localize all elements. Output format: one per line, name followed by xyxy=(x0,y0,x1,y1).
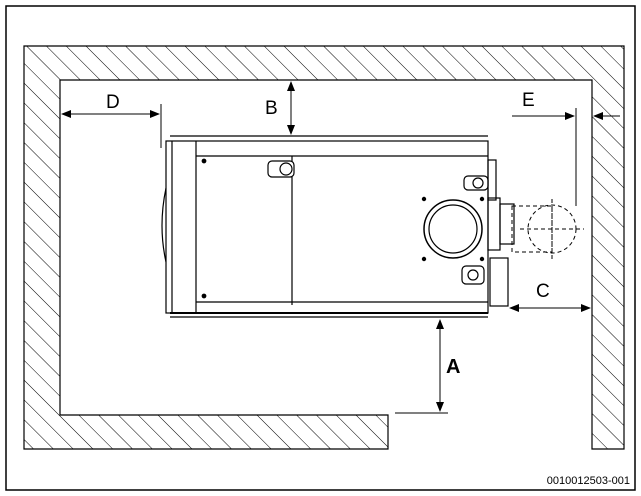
wall-left-top xyxy=(23,45,625,450)
room-walls xyxy=(23,45,625,450)
dimension-d xyxy=(61,104,162,148)
boiler-unit xyxy=(161,135,515,318)
figure-id: 0010012503-001 xyxy=(547,475,630,487)
label-e: E xyxy=(522,90,535,111)
figure-frame xyxy=(5,5,636,491)
flue-outlet xyxy=(423,199,483,259)
dimension-e xyxy=(512,108,620,206)
dimension-a xyxy=(395,319,448,414)
label-c: C xyxy=(536,281,550,302)
alternative-flue-position xyxy=(511,199,584,259)
label-b: B xyxy=(265,98,278,119)
label-d: D xyxy=(106,92,120,113)
label-a: A xyxy=(446,356,460,378)
